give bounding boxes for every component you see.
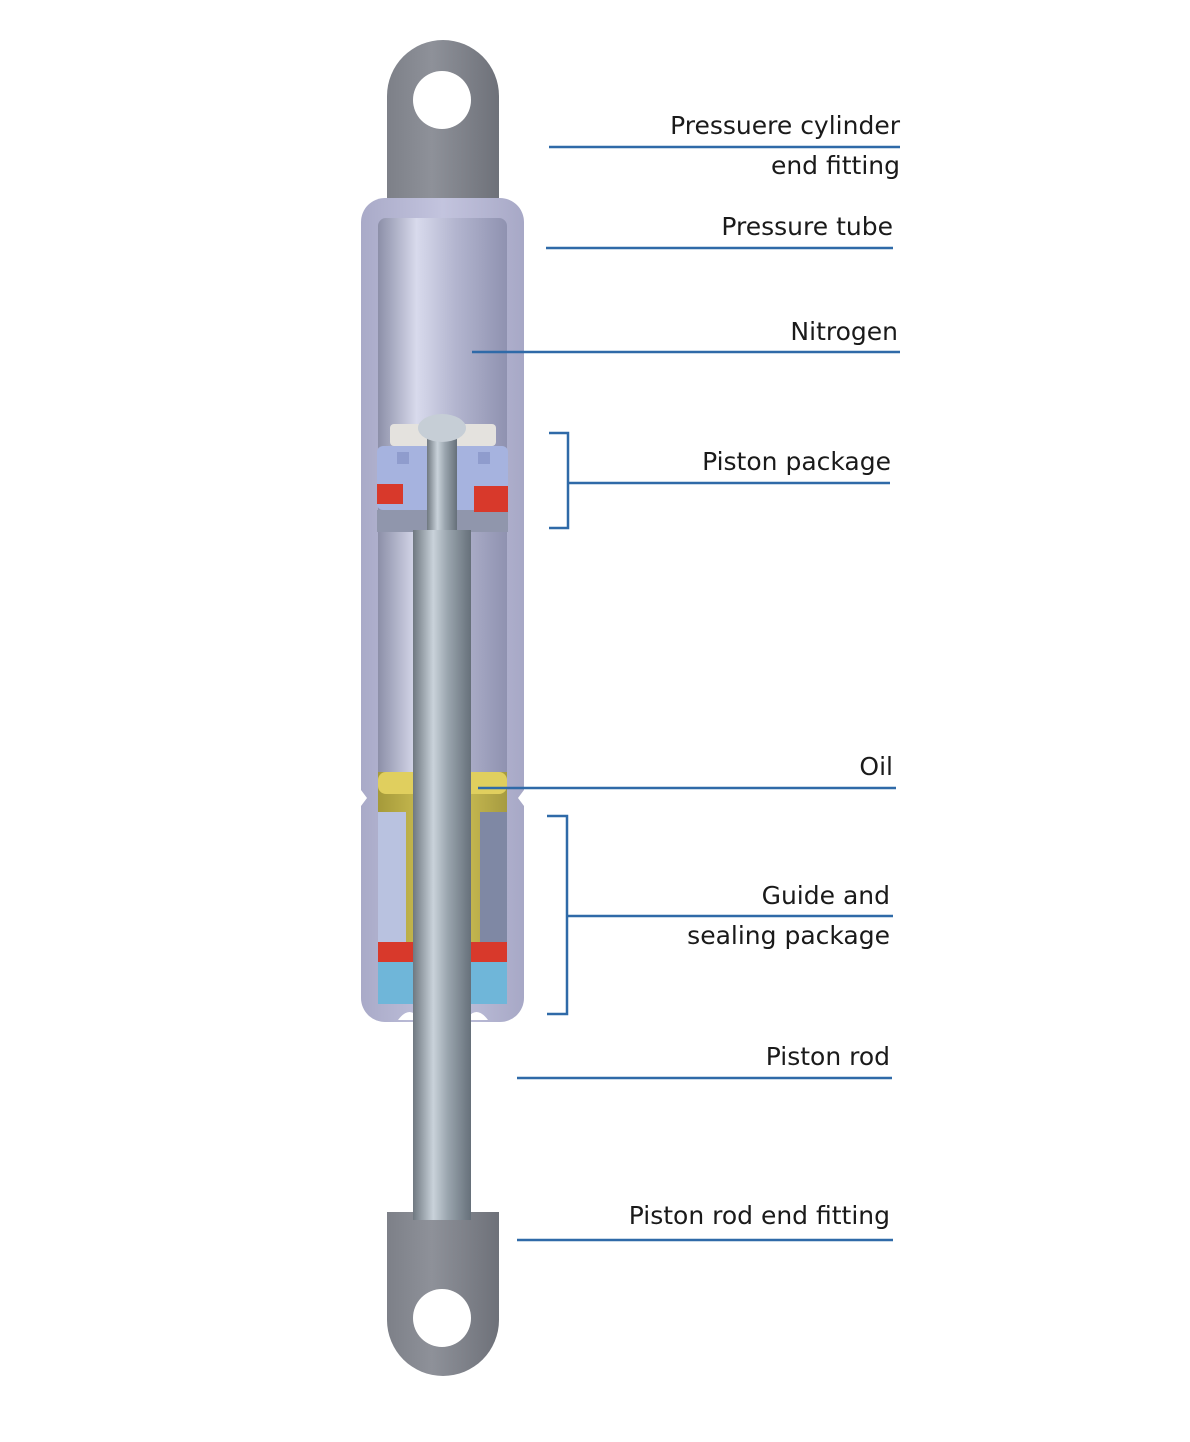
leader-lines: [472, 145, 900, 1242]
bracket-guide-sealing: [547, 814, 569, 1016]
piston-rod-end-fitting: [387, 1212, 499, 1376]
label-guide-sealing-line2: sealing package: [687, 921, 890, 950]
label-cylinder-end-fitting-line2: end fitting: [770, 151, 900, 180]
bracket-piston-package: [549, 431, 570, 530]
label-piston-rod-end-fitting: Piston rod end fitting: [628, 1201, 890, 1230]
cylinder-end-fitting: [387, 40, 499, 210]
label-nitrogen: Nitrogen: [790, 317, 898, 346]
label-piston-package: Piston package: [702, 447, 891, 476]
label-cylinder-end-fitting-line1: Pressuere cylinder: [670, 111, 900, 140]
label-oil: Oil: [859, 752, 893, 781]
piston-rod: [413, 414, 471, 1220]
label-pressure-tube: Pressure tube: [721, 212, 893, 241]
label-piston-rod: Piston rod: [765, 1042, 890, 1071]
label-guide-sealing-line1: Guide and: [761, 881, 890, 910]
